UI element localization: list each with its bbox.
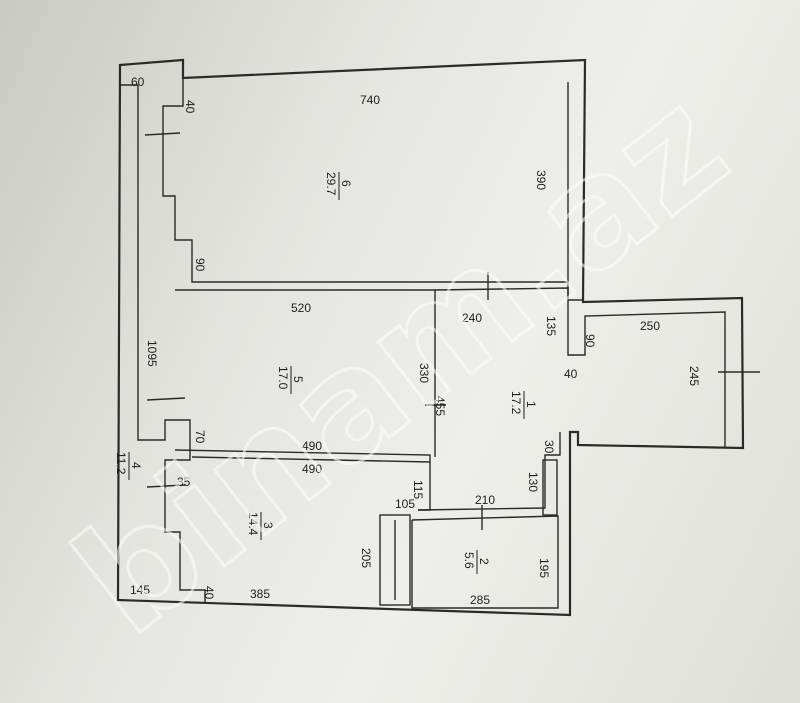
dim-385: 385 [250, 587, 270, 601]
room-6-area: 29.7 [324, 172, 338, 196]
room-5-number: 5 [291, 376, 305, 383]
dim-390: 390 [534, 170, 548, 190]
room-5-area: 17.0 [276, 366, 290, 390]
dim-130: 130 [526, 472, 540, 492]
dimension-labels: 740 40 60 390 90 520 240 135 90 250 245 … [130, 75, 701, 607]
room-4-number: 4 [129, 462, 143, 469]
dim-195: 195 [537, 558, 551, 578]
dim-250: 250 [640, 319, 660, 333]
dim-35: 35 [177, 475, 191, 489]
dim-205: 205 [359, 548, 373, 568]
dim-1095: 1095 [145, 340, 159, 367]
dim-115: 115 [411, 480, 425, 499]
dim-490-a: 490 [302, 439, 322, 453]
dim-90-right: 90 [583, 334, 597, 348]
room2-top-wall [417, 432, 561, 511]
dim-240: 240 [462, 311, 482, 325]
dim-105: 105 [395, 497, 415, 511]
window-tick-1 [144, 132, 181, 136]
dim-70: 70 [193, 430, 207, 444]
room-5-label: 5 17.0 [276, 366, 305, 394]
left-inner-wall [120, 84, 206, 602]
dim-60: 60 [131, 75, 145, 89]
corridor-wall [191, 456, 431, 463]
bath-fixture [379, 514, 411, 606]
dim-285: 285 [470, 593, 490, 607]
hall-top-wall [434, 287, 726, 448]
kitchen-fixture [542, 459, 558, 516]
dim-520: 520 [291, 301, 311, 315]
dim-210: 210 [475, 493, 495, 507]
inner-outline-top [162, 78, 568, 283]
room-3-area: 14.4 [246, 512, 260, 536]
room-2-number: 2 [477, 558, 491, 565]
dim-490-b: 490 [302, 462, 322, 476]
room-1-area: 17.2 [509, 391, 523, 415]
dim-135: 135 [544, 316, 558, 336]
dim-40-mid: 40 [564, 367, 578, 381]
room-6-label: 6 29.7 [324, 172, 353, 200]
window-tick-3 [146, 484, 186, 488]
dim-30: 30 [542, 440, 556, 454]
room-2-label: 2 5.6 [462, 550, 491, 574]
dim-455: 455 [433, 396, 447, 416]
dim-40-top: 40 [183, 100, 197, 114]
dim-245: 245 [687, 366, 701, 386]
room-1-label: 1 17.2 [509, 391, 538, 419]
dim-330: 330 [417, 363, 431, 383]
dim-90-left: 90 [193, 258, 207, 272]
room-3-number: 3 [261, 522, 275, 529]
room-6-number: 6 [339, 180, 353, 187]
dim-40-bot: 40 [202, 586, 216, 600]
room2-wall [411, 515, 559, 609]
window-tick-2 [146, 397, 186, 401]
dim-145: 145 [130, 583, 150, 597]
room-1-number: 1 [524, 401, 538, 408]
room-labels: 6 29.7 5 17.0 1 17.2 4 11.2 3 14.4 2 5.6 [114, 172, 538, 574]
room-4-area: 11.2 [114, 452, 128, 475]
room-2-area: 5.6 [462, 552, 476, 569]
walls [116, 58, 760, 617]
dim-740: 740 [360, 93, 380, 107]
room-4-label: 4 11.2 [114, 452, 143, 480]
room-3-label: 3 14.4 [246, 512, 275, 540]
